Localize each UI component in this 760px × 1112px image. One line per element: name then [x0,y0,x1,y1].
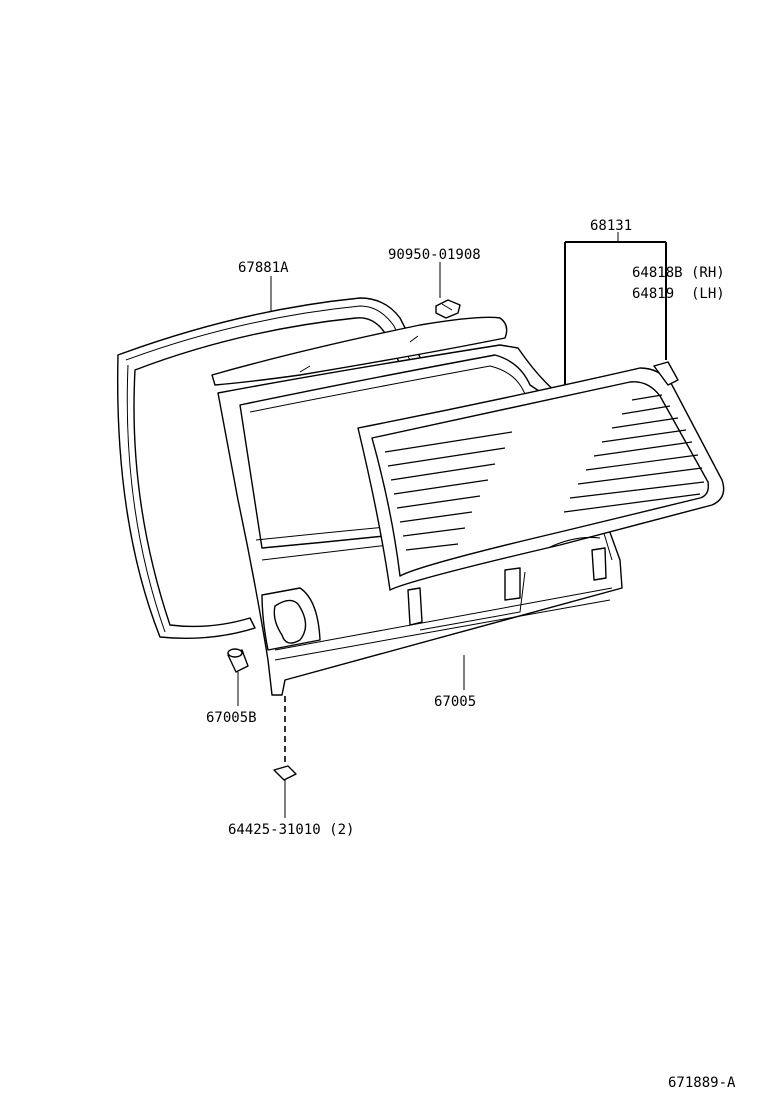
stopper-part [653,361,679,386]
label-67005: 67005 [434,694,476,710]
label-68131: 68131 [590,218,632,234]
defogger-lines [384,394,705,551]
clip-part [435,299,461,319]
back-window-glass-68131 [357,367,725,591]
leader-lines [237,232,667,818]
figure-code: 671889-A [668,1075,736,1091]
label-64425-31010: 64425-31010 (2) [228,822,354,838]
cushion-part [227,648,249,673]
nut-part [273,765,297,781]
weatherstrip-seal-67881A [117,297,453,639]
label-67881A: 67881A [238,260,289,276]
label-67005B: 67005B [206,710,257,726]
label-64819-LH: 64819 (LH) [632,286,725,302]
label-90950-01908: 90950-01908 [388,247,481,263]
label-64818B-RH: 64818B (RH) [632,265,725,281]
